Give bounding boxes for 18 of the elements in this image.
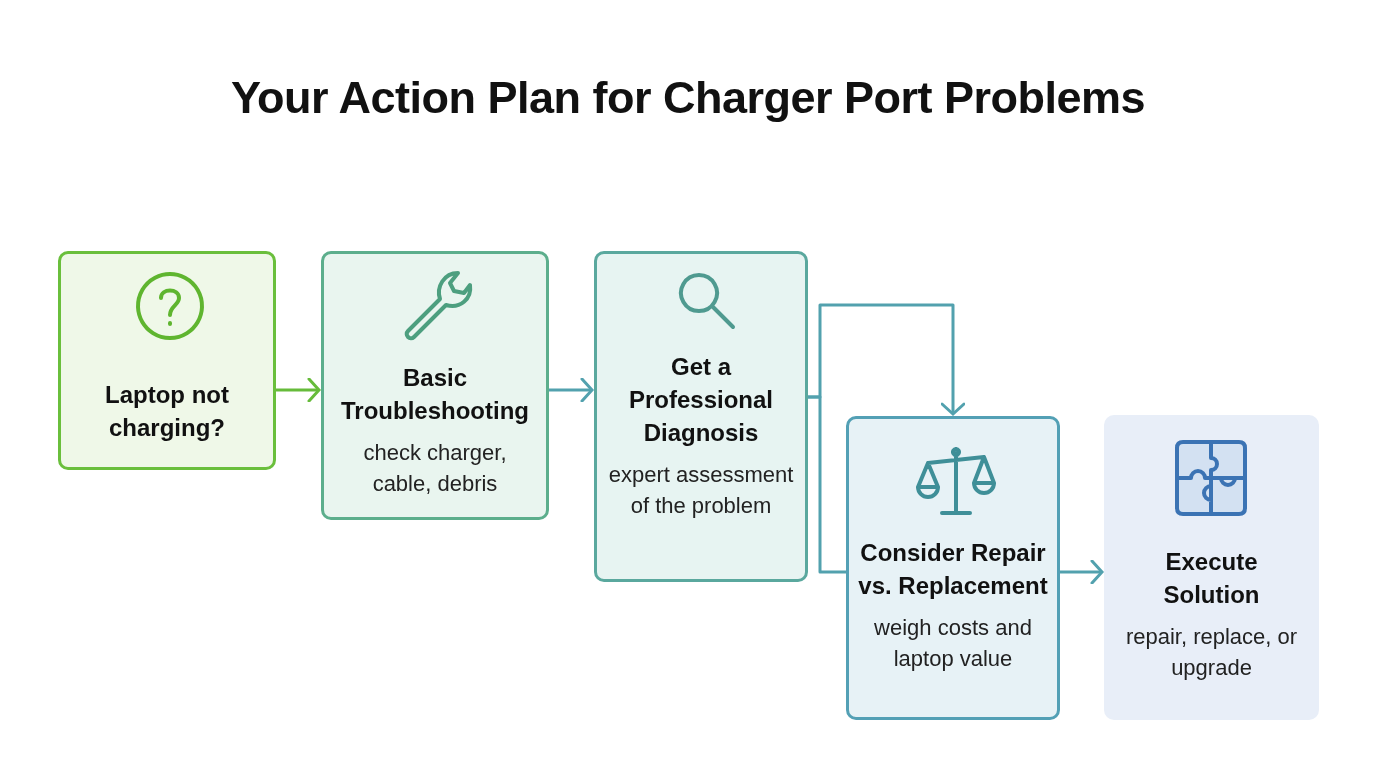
step-description: repair, replace, or upgrade (1124, 623, 1299, 682)
diagram-title: Your Action Plan for Charger Port Problems (229, 72, 1147, 124)
step-description: check charger, cable, debris (362, 439, 508, 498)
arrow (549, 377, 594, 403)
step-box (846, 416, 1060, 720)
step-title: Basic Troubleshooting (340, 363, 530, 426)
step-box (594, 251, 808, 582)
arrow (276, 377, 321, 403)
step-title: Consider Repair vs. Replacement (857, 538, 1049, 601)
arrow (1060, 559, 1104, 585)
step-box (58, 251, 276, 470)
step-description: weigh costs and laptop value (873, 614, 1033, 673)
step-title: Laptop not charging? (104, 380, 230, 443)
step-title: Get a Professional Diagnosis (627, 352, 774, 448)
step-box (321, 251, 549, 520)
step-title: Execute Solution (1162, 547, 1261, 610)
step-box (1104, 415, 1319, 720)
step-description: expert assessment of the problem (607, 461, 795, 520)
